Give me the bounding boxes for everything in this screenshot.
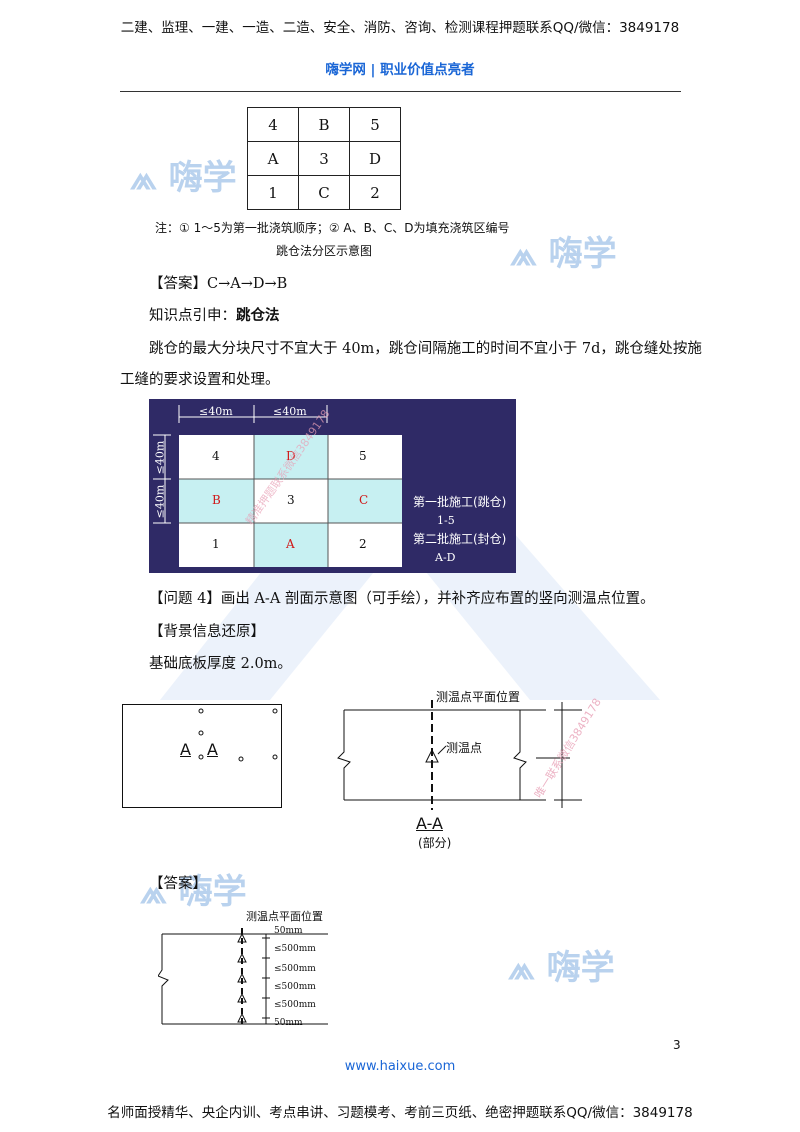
photo-legend: 第二批施工(封仓) [413, 532, 507, 546]
photo-legend: 第一批施工(跳仓) [413, 495, 507, 509]
plan-view-diagram: A A [122, 704, 282, 808]
photo-cell: 3 [287, 493, 295, 507]
section-label: A [207, 740, 218, 759]
photo-cell: 4 [212, 449, 220, 463]
header-divider [120, 91, 681, 92]
photo-cell: 1 [212, 537, 220, 551]
knowledge-point: 知识点引申：跳仓法 [149, 308, 280, 324]
photo-cell: D [286, 449, 296, 463]
photo-cell: 5 [359, 449, 367, 463]
section-label: A [180, 740, 191, 759]
paragraph-continued: 工缝的要求设置和处理。 [120, 372, 280, 388]
grid-cell: 5 [349, 107, 401, 142]
photo-dim-label: ≤40m [199, 405, 233, 418]
section-view-diagram [337, 700, 582, 810]
dim-label: 50mm [274, 1018, 303, 1028]
grid-cell: 3 [298, 141, 350, 176]
dim-label: ≤500mm [274, 1000, 316, 1010]
dim-label: ≤500mm [274, 964, 316, 974]
top-banner: 二建、监理、一建、一造、二造、安全、消防、咨询、检测课程押题联系QQ/微信：38… [120, 20, 680, 36]
brand-slogan[interactable]: 嗨学网 | 职业价值点亮者 [325, 62, 475, 78]
grid-cell: A [247, 141, 299, 176]
paragraph: 跳仓的最大分块尺寸不宜大于 40m，跳仓间隔施工的时间不宜小于 7d，跳仓缝处按… [149, 341, 702, 357]
grid-cell: 1 [247, 175, 299, 210]
dim-label: ≤500mm [274, 982, 316, 992]
jump-pour-grid-table: 4 B 5 A 3 D 1 C 2 [247, 107, 401, 210]
figure-caption: 跳仓法分区示意图 [276, 244, 373, 258]
temp-point-plan-label: 测温点平面位置 [436, 690, 521, 704]
jump-pour-photo: ≤40m ≤40m ≤40m ≤40m 4 D 5 B 3 C 1 A 2 第一… [149, 399, 516, 573]
grid-cell: D [349, 141, 401, 176]
watermark-logo: ⩕ 嗨学 [140, 872, 247, 912]
photo-dim-label: ≤40m [273, 405, 307, 418]
temp-point-label: 测温点 [446, 741, 483, 755]
dim-label: 50mm [274, 926, 303, 936]
bottom-banner: 名师面授精华、央企内训、考点串讲、习题模考、考前三页纸、绝密押题联系QQ/微信：… [107, 1105, 693, 1121]
figure-note: 注：① 1～5为第一批浇筑顺序；② A、B、C、D为填充浇筑区编号 [155, 221, 510, 235]
question-4: 【问题 4】画出 A-A 剖面示意图（可手绘），并补齐应布置的竖向测温点位置。 [149, 591, 655, 607]
dim-label: ≤500mm [274, 944, 316, 954]
grid-cell: C [298, 175, 350, 210]
watermark-logo: ⩕ 嗨学 [508, 948, 615, 988]
page-number: 3 [673, 1038, 681, 1052]
section-subtitle: (部分) [418, 836, 452, 850]
footer-url-link[interactable]: www.haixue.com [344, 1059, 456, 1074]
watermark-logo: ⩕ 嗨学 [510, 234, 617, 274]
background-heading: 【背景信息还原】 [149, 624, 265, 640]
photo-cell: 2 [359, 537, 367, 551]
answer-heading: 【答案】 [149, 876, 207, 892]
photo-dim-label: ≤40m [153, 484, 167, 519]
answer-heading: 【答案】C→A→D→B [149, 276, 288, 292]
grid-cell: 2 [349, 175, 401, 210]
watermark-logo: ⩕ 嗨学 [130, 158, 237, 198]
photo-legend: 1-5 [437, 514, 455, 527]
paragraph: 基础底板厚度 2.0m。 [149, 656, 292, 672]
section-title: A-A [416, 814, 443, 833]
photo-cell: B [212, 493, 221, 507]
photo-cell: A [286, 537, 295, 551]
photo-dim-label: ≤40m [153, 440, 167, 475]
answer-section-diagram [158, 928, 328, 1028]
grid-cell: 4 [247, 107, 299, 142]
photo-cell: C [359, 493, 369, 507]
grid-cell: B [298, 107, 350, 142]
temp-point-plan-label: 测温点平面位置 [246, 910, 323, 923]
photo-legend: A-D [435, 551, 456, 564]
background-watermark-logo [160, 460, 660, 700]
